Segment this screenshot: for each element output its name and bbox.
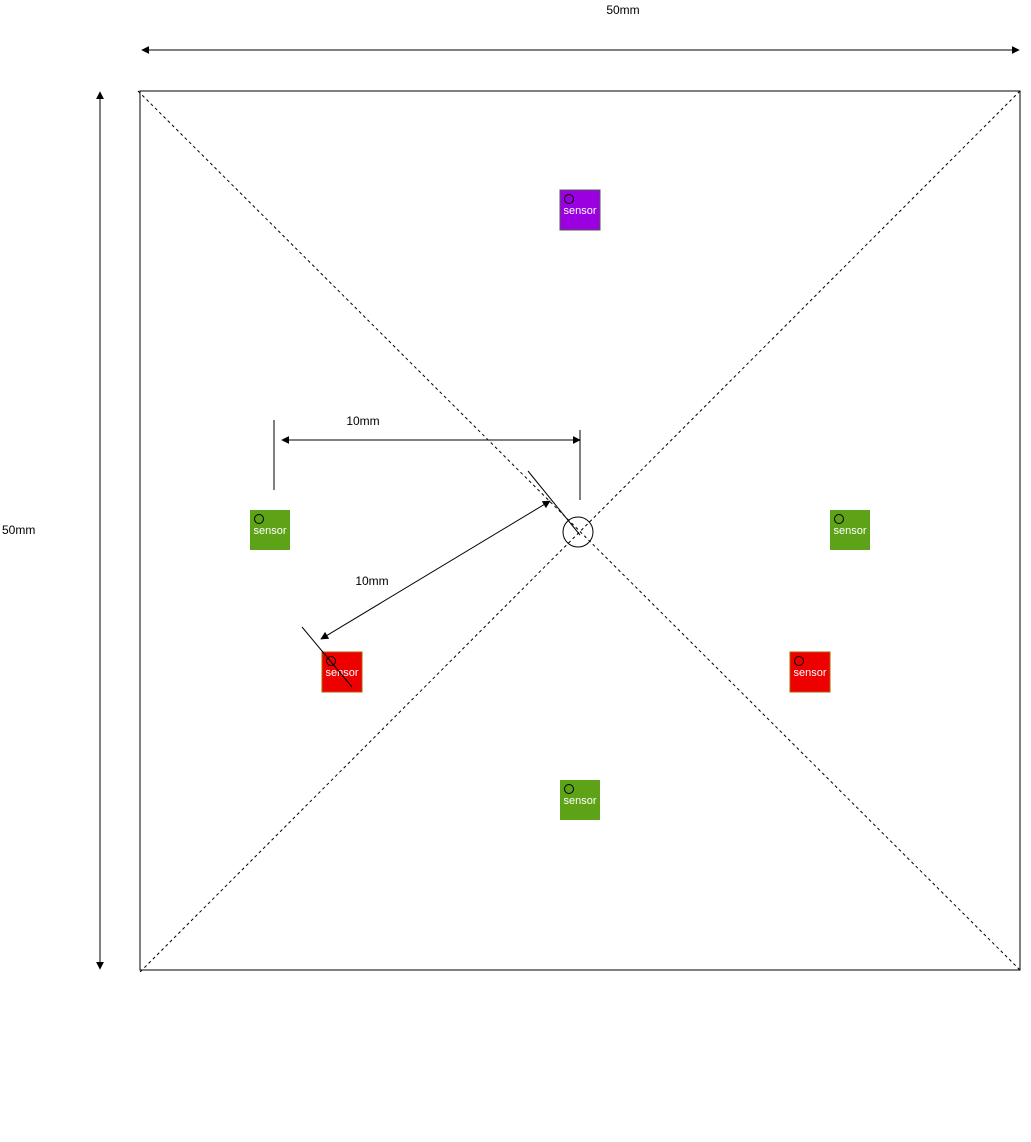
sensor-left: sensor <box>250 510 290 550</box>
sensor-top-box <box>559 189 601 231</box>
sensor-top-label: sensor <box>563 205 596 217</box>
sensor-top-hole-icon <box>564 194 574 204</box>
sensor-lower-left-label: sensor <box>325 667 358 679</box>
diagonal-offset-dimension-arrow <box>320 500 551 640</box>
sensor-bottom: sensor <box>560 780 600 820</box>
sensor-diagonal-extension-overlay <box>321 650 353 688</box>
sensor-lower-left-hole-icon <box>326 656 336 666</box>
sensor-right: sensor <box>830 510 870 550</box>
center-diagonal-extension-line <box>527 470 581 536</box>
sensor-right-label: sensor <box>833 525 866 537</box>
sensor-right-box <box>830 510 870 550</box>
sensor-lower-right: sensor <box>789 651 831 693</box>
horizontal-offset-label: 10mm <box>346 414 379 428</box>
sensor-bottom-hole-icon <box>564 784 574 794</box>
top-width-label: 50mm <box>606 3 639 17</box>
sensor-lower-right-label: sensor <box>793 667 826 679</box>
diagonal-offset-label: 10mm <box>355 574 388 588</box>
sensor-lower-right-hole-icon <box>794 656 804 666</box>
outer-square <box>139 90 1021 971</box>
sensor-left-box <box>250 510 290 550</box>
sensor-right-hole-icon <box>834 514 844 524</box>
sensor-bottom-label: sensor <box>563 795 596 807</box>
sensor-bottom-box <box>560 780 600 820</box>
sensor-left-label: sensor <box>253 525 286 537</box>
sensor-top: sensor <box>559 189 601 231</box>
sensor-lower-right-box <box>789 651 831 693</box>
sensor-left-hole-icon <box>254 514 264 524</box>
left-height-label: 50mm <box>2 523 35 537</box>
center-circle <box>562 516 594 548</box>
